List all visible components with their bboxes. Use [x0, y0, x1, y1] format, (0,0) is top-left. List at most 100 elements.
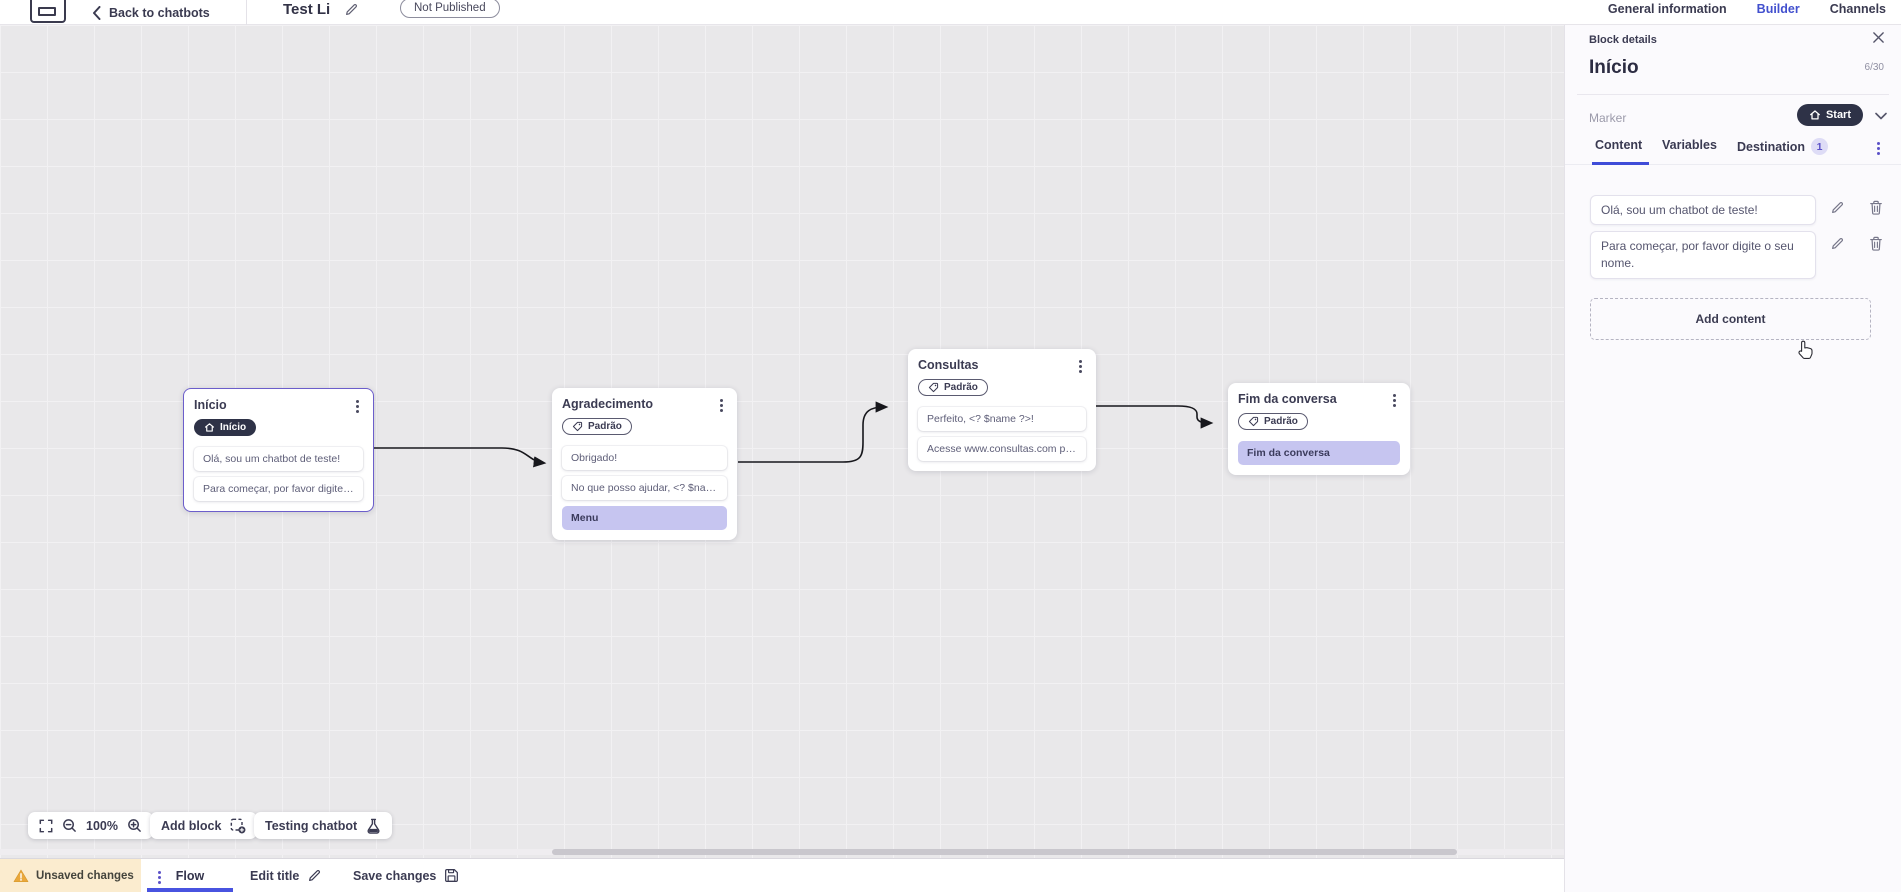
badge-label: Padrão [1264, 416, 1298, 427]
kebab-menu-icon[interactable] [1079, 360, 1082, 373]
warning-icon [13, 869, 29, 883]
block-title: Fim da conversa [1238, 392, 1337, 406]
chevron-left-icon [92, 5, 101, 20]
unsaved-changes-label: Unsaved changes [36, 869, 134, 882]
tab-flow[interactable]: Flow [175, 868, 205, 883]
panel-tab-bar: Content Variables Destination 1 [1565, 138, 1901, 165]
add-content-button[interactable]: Add content [1590, 298, 1871, 340]
panel-header: Block details [1589, 34, 1657, 46]
tab-content[interactable]: Content [1595, 138, 1643, 152]
pencil-icon[interactable] [1830, 236, 1845, 251]
destination-count-badge: 1 [1811, 138, 1829, 155]
pencil-icon [307, 868, 322, 883]
testing-chatbot-label: Testing chatbot [265, 818, 358, 833]
horizontal-scrollbar-thumb[interactable] [552, 849, 1457, 855]
block-title: Agradecimento [562, 397, 653, 411]
panel-divider [1577, 94, 1889, 95]
zoom-in-icon[interactable] [127, 818, 142, 833]
fullscreen-icon[interactable] [39, 819, 53, 833]
chevron-down-icon[interactable] [1875, 112, 1887, 120]
tab-destination[interactable]: Destination 1 [1737, 138, 1829, 155]
message-actions [1830, 236, 1883, 251]
default-marker-badge: Padrão [918, 379, 988, 396]
top-tab-bar: General information Builder Channels [1606, 0, 1901, 25]
tab-destination-label: Destination [1737, 139, 1806, 154]
tab-general-information[interactable]: General information [1607, 2, 1727, 16]
tab-builder[interactable]: Builder [1756, 2, 1800, 16]
flow-canvas[interactable]: Início Início Olá, sou um chatbot de tes… [0, 25, 1564, 858]
block-row-menu[interactable]: Menu [562, 506, 727, 530]
trash-icon[interactable] [1869, 236, 1883, 251]
zoom-out-icon[interactable] [62, 818, 77, 833]
block-row[interactable]: No que posso ajudar, <? $name ... [562, 476, 727, 500]
panel-divider [1565, 164, 1901, 165]
block-row[interactable]: Obrigado! [562, 446, 727, 470]
marker-value: Start [1825, 109, 1851, 121]
close-icon[interactable] [1872, 31, 1885, 44]
pencil-icon[interactable] [1830, 200, 1845, 215]
block-title: Início [194, 398, 227, 412]
zoom-level: 100% [86, 818, 118, 833]
add-block-button[interactable]: Add block [150, 812, 258, 839]
badge-label: Padrão [944, 382, 978, 393]
message-item[interactable]: Olá, sou um chatbot de teste! [1590, 195, 1816, 225]
edit-title-label: Edit title [250, 868, 300, 883]
trash-icon[interactable] [1869, 200, 1883, 215]
bottom-bar: Unsaved changes Flow Edit title Save cha… [0, 858, 1564, 892]
block-row[interactable]: Perfeito, <? $name ?>! [918, 407, 1086, 431]
home-icon [204, 423, 215, 432]
kebab-menu-icon[interactable] [720, 399, 723, 412]
wire-agradecimento-consultas [738, 401, 889, 463]
back-to-chatbots-link[interactable]: Back to chatbots [92, 0, 210, 25]
tag-icon [572, 421, 583, 432]
app-logo-inner [38, 7, 56, 16]
kebab-menu-icon[interactable] [356, 400, 359, 413]
testing-chatbot-button[interactable]: Testing chatbot [254, 812, 393, 839]
app-logo-icon[interactable] [30, 0, 66, 23]
wire-inicio-agradecimento [373, 447, 547, 468]
flow-block-inicio[interactable]: Início Início Olá, sou um chatbot de tes… [183, 388, 374, 512]
kebab-menu-icon[interactable] [1877, 142, 1880, 155]
marker-label: Marker [1589, 111, 1627, 125]
tab-variables[interactable]: Variables [1662, 138, 1717, 152]
flask-icon [366, 818, 381, 834]
badge-label: Padrão [588, 421, 622, 432]
add-block-icon [230, 818, 246, 834]
content-tab-underline [1592, 162, 1649, 165]
marker-select[interactable]: Start [1796, 104, 1863, 126]
back-label: Back to chatbots [109, 5, 210, 20]
top-bar: Back to chatbots Test Li Not Published G… [0, 0, 1901, 25]
flow-block-consultas[interactable]: Consultas Padrão Perfeito, <? $name ?>! … [908, 349, 1096, 471]
block-row[interactable]: Olá, sou um chatbot de teste! [194, 447, 363, 471]
topbar-divider [246, 0, 247, 25]
message-item[interactable]: Para começar, por favor digite o seu nom… [1590, 231, 1816, 279]
block-row-fim[interactable]: Fim da conversa [1238, 441, 1400, 465]
tag-icon [928, 382, 939, 393]
block-row[interactable]: Para começar, por favor digite o ... [194, 477, 363, 501]
kebab-menu-icon[interactable] [158, 871, 161, 884]
flow-tab-underline [147, 888, 233, 892]
block-row[interactable]: Acesse www.consultas.com par... [918, 437, 1086, 461]
default-marker-badge: Padrão [562, 418, 632, 435]
save-changes-button[interactable]: Save changes [353, 868, 459, 883]
zoom-controls: 100% [28, 812, 153, 839]
unsaved-changes-indicator: Unsaved changes [0, 859, 141, 892]
flow-block-fim-da-conversa[interactable]: Fim da conversa Padrão Fim da conversa [1228, 383, 1410, 475]
tag-icon [1248, 416, 1259, 427]
default-marker-badge: Padrão [1238, 413, 1308, 430]
flow-block-agradecimento[interactable]: Agradecimento Padrão Obrigado! No que po… [552, 388, 737, 540]
status-badge: Not Published [400, 0, 500, 18]
badge-label: Início [220, 422, 247, 433]
start-marker-badge: Início [194, 419, 257, 436]
kebab-menu-icon[interactable] [1393, 394, 1396, 407]
edit-title-button[interactable]: Edit title [250, 868, 322, 883]
tab-channels[interactable]: Channels [1829, 2, 1886, 16]
chatbot-title: Test Li [283, 1, 331, 18]
pencil-icon[interactable] [344, 2, 359, 17]
block-details-panel: Block details Início 6/30 Marker Start C… [1564, 25, 1901, 892]
save-changes-label: Save changes [353, 868, 437, 883]
block-title: Consultas [918, 358, 979, 372]
wire-consultas-fim [1093, 405, 1214, 429]
home-icon [1810, 110, 1820, 120]
block-name: Início [1589, 57, 1639, 78]
